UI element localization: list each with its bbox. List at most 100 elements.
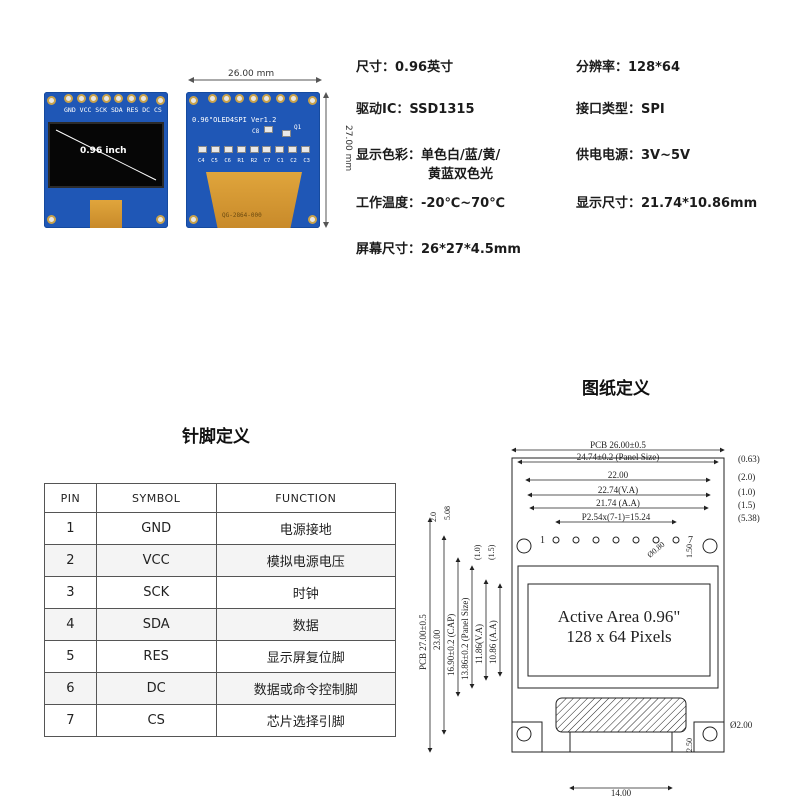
v-pcb-height: PCB 27.00±0.5 <box>418 614 428 670</box>
v-15: (1.5) <box>487 544 496 560</box>
flex-tail <box>569 731 673 753</box>
mount-hole <box>156 96 165 105</box>
cap-row <box>198 146 310 153</box>
dim-va-width: 22.74(V.A) <box>598 485 638 495</box>
drawing-title: 图纸定义 <box>582 379 650 399</box>
spec-driver-ic: 驱动IC：SSD1315 <box>356 102 475 117</box>
mount-hole <box>308 96 317 105</box>
v-10: (1.0) <box>473 544 482 560</box>
dim-pcb-width: PCB 26.00±0.5 <box>590 440 646 450</box>
spec-power: 供电电源：3V~5V <box>576 148 691 163</box>
dim-2200: 22.00 <box>608 470 629 480</box>
pin-hole <box>572 536 580 544</box>
pin-hole <box>592 536 600 544</box>
v-20: 2.0 <box>429 512 438 522</box>
spec-display-size: 显示尺寸：21.74*10.86mm <box>576 196 758 211</box>
dim-1400: 14.00 <box>611 788 632 798</box>
active-area <box>527 583 711 677</box>
mount-hole-br <box>702 726 718 742</box>
mount-hole <box>189 96 198 105</box>
panel-outline <box>517 565 719 689</box>
spec-temp: 工作温度：-20℃~70℃ <box>356 196 505 211</box>
flex-cable: QG-2864-000 <box>206 172 302 228</box>
pin1-label: 1 <box>540 535 545 546</box>
dim-20: (2.0) <box>738 472 755 482</box>
oled-screen: 0.96 inch <box>48 122 164 188</box>
dim-150: 1.50 <box>685 544 694 558</box>
back-silkscreen: 0.96"OLED4SPI Ver1.2 <box>192 116 277 124</box>
flex-hatch <box>555 697 687 733</box>
hole-200: Ø2.00 <box>730 720 753 730</box>
col-function: FUNCTION <box>215 483 397 513</box>
dim-10: (1.0) <box>738 487 755 497</box>
dim-aa-width: 21.74 (A.A) <box>596 498 640 508</box>
v-2300: 23.00 <box>432 629 442 650</box>
dim-width-label: 26.00 mm <box>228 69 275 79</box>
pin-hole <box>652 536 660 544</box>
mount-hole <box>308 215 317 224</box>
diagonal-line <box>55 129 157 181</box>
pin-hole <box>632 536 640 544</box>
active-area-line1: Active Area 0.96" <box>558 607 681 626</box>
dim-panel-size: 24.74±0.2 (Panel Size) <box>577 452 659 462</box>
v-cap: 16.90±0.2 (CAP) <box>446 614 456 676</box>
dim-15: (1.5) <box>738 500 755 510</box>
pin7-label: 7 <box>688 535 693 546</box>
dim-pitch: P2.54x(7-1)=15.24 <box>582 512 651 522</box>
spec-screen-size: 屏幕尺寸：26*27*4.5mm <box>356 242 521 257</box>
dim-width-arrow <box>188 77 322 83</box>
screen-size-label: 0.96 inch <box>80 146 127 156</box>
technical-drawing: PCB 26.00±0.5 24.74±0.2 (Panel Size) (0.… <box>418 440 760 798</box>
spec-interface: 接口类型：SPI <box>576 102 665 117</box>
mount-hole <box>189 215 198 224</box>
spec-color: 显示色彩：单色白/蓝/黄/ <box>356 148 501 163</box>
active-area-line2: 128 x 64 Pixels <box>566 627 671 646</box>
product-photo-front: GND VCC SCK SDA RES DC CS 0.96 inch <box>44 92 168 228</box>
col-pin: PIN <box>44 483 97 513</box>
cap-labels: C4 C5 C6 R1 R2 C7 C1 C2 C3 <box>198 158 310 164</box>
pin-definition-title: 针脚定义 <box>182 427 250 447</box>
v-508: 5.08 <box>443 506 452 520</box>
pin-hole <box>612 536 620 544</box>
dim-538: (5.38) <box>738 513 760 523</box>
dim-height-arrow <box>323 92 329 228</box>
flex-cable <box>90 200 122 228</box>
spec-color-line2: 黄蓝双色光 <box>428 167 494 182</box>
v-aa: 10.86 (A.A) <box>488 620 498 664</box>
spec-size: 尺寸：0.96英寸 <box>356 60 454 75</box>
v-va: 11.86(V.A) <box>474 624 484 664</box>
header-pins <box>64 94 148 104</box>
flex-code: QG-2864-000 <box>222 212 262 219</box>
table-header-row: PIN SYMBOL FUNCTION <box>44 483 397 513</box>
dim-height-label: 27.00 mm <box>343 125 353 172</box>
col-symbol: SYMBOL <box>95 483 217 513</box>
pad <box>282 130 291 137</box>
product-photo-back: 0.96"OLED4SPI Ver1.2 C8 Q1 C4 C5 C6 R1 R… <box>186 92 320 228</box>
mount-hole <box>47 215 56 224</box>
pin-hole <box>672 536 680 544</box>
mount-hole <box>47 96 56 105</box>
dim-063: (0.63) <box>738 454 760 464</box>
pad <box>264 126 273 133</box>
header-pins <box>208 94 298 104</box>
hole-080: Ø0.80 <box>646 540 667 560</box>
mount-hole-tl <box>516 538 532 554</box>
dim-250: 2.50 <box>685 738 694 752</box>
spec-resolution: 分辨率：128*64 <box>576 60 681 75</box>
pin-hole <box>552 536 560 544</box>
back-q1: Q1 <box>294 124 302 131</box>
pin-silkscreen: GND VCC SCK SDA RES DC CS <box>64 106 162 114</box>
v-panel: 13.86±0.2 (Panel Size) <box>460 598 470 680</box>
mount-hole <box>156 215 165 224</box>
mount-hole-tr <box>702 538 718 554</box>
mount-hole-bl <box>516 726 532 742</box>
back-c8: C8 <box>252 128 260 135</box>
